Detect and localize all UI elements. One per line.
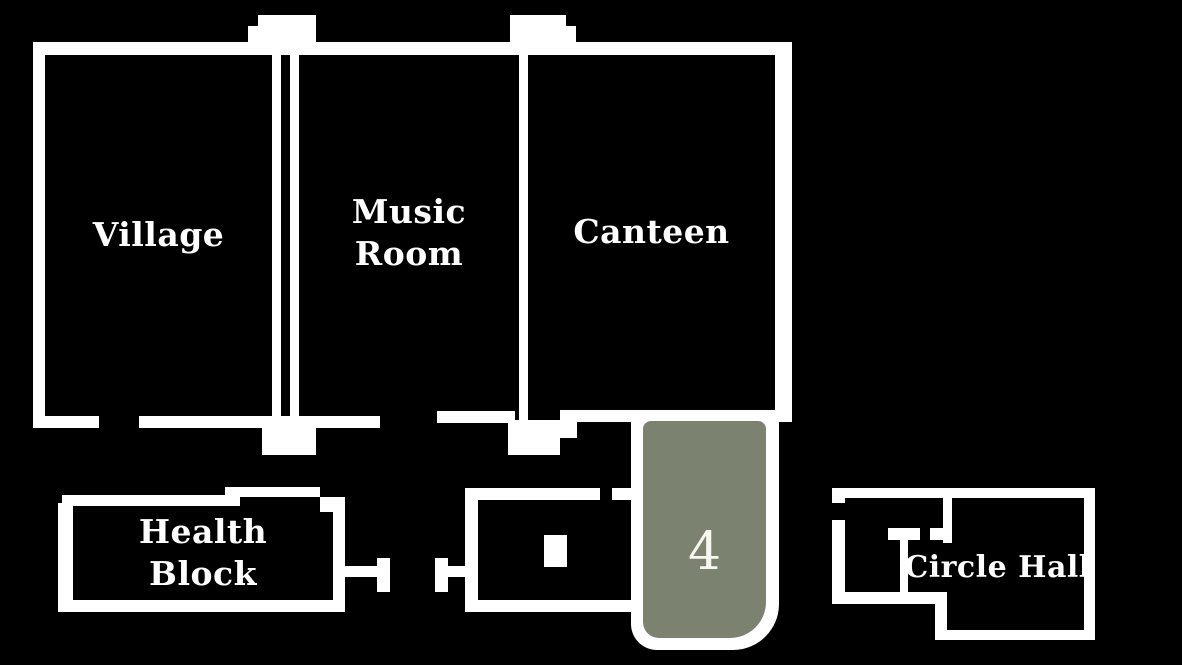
- connector-line-right: [448, 566, 465, 577]
- wall-chimney-1: [258, 15, 316, 43]
- wall-divider-1a: [272, 42, 281, 455]
- room-4-label: 4: [687, 521, 722, 582]
- room-4[interactable]: 4: [643, 421, 766, 638]
- room-circle-hall-label-box: Circle Hall: [904, 548, 1091, 588]
- wall-health-top: [62, 495, 225, 506]
- wall-circle-hall-inner-bottom: [900, 540, 908, 592]
- wall-divider-1b: [290, 42, 299, 455]
- wall-annex-top: [465, 488, 600, 500]
- wall-divider-2: [519, 42, 528, 422]
- wall-canteen-right: [775, 42, 792, 422]
- room-circle-hall-label: Circle Hall: [904, 550, 1091, 585]
- wall-music-bottom-right: [437, 411, 515, 423]
- wall-junction-2-step: [560, 420, 577, 438]
- wall-circle-hall-left-upper: [832, 488, 845, 503]
- room-village-label: Village: [92, 215, 225, 254]
- wall-circle-hall-bottom-right: [935, 630, 1095, 640]
- room-circle-hall[interactable]: Circle Hall: [845, 498, 1090, 630]
- connector-line-left: [345, 566, 377, 577]
- wall-health-top-raised: [238, 487, 320, 497]
- room-canteen-label: Canteen: [573, 211, 730, 251]
- wall-circle-hall-right: [1084, 488, 1095, 640]
- wall-circle-hall-inner-nub-right: [930, 528, 952, 540]
- wall-circle-hall-left-lower: [832, 520, 845, 604]
- connector-cap-right: [435, 558, 448, 592]
- room-4-outline: 4: [631, 410, 779, 650]
- room-annex[interactable]: [478, 500, 631, 600]
- wall-top: [33, 42, 792, 55]
- annex-room-marker: [544, 535, 567, 567]
- wall-health-right: [333, 497, 345, 600]
- connector-cap-left: [377, 558, 390, 592]
- room-canteen[interactable]: Canteen: [528, 55, 775, 408]
- wall-circle-hall-inner-top: [943, 497, 952, 543]
- wall-chimney-2-step: [564, 26, 576, 43]
- wall-health-top-step: [225, 487, 240, 506]
- wall-health-left: [58, 503, 73, 603]
- wall-chimney-2: [510, 15, 566, 43]
- wall-circle-hall-bottom-left: [832, 592, 947, 604]
- wall-annex-bottom: [465, 600, 643, 612]
- wall-chimney-1-step: [248, 26, 260, 43]
- room-music-label-line2: Room: [354, 233, 464, 273]
- wall-village-bottom-right: [139, 416, 263, 428]
- wall-annex-top-2: [612, 488, 631, 500]
- wall-annex-left: [465, 488, 478, 612]
- room-music-label-line1: Music: [351, 191, 467, 231]
- room-village[interactable]: Village: [45, 55, 272, 415]
- wall-village-left: [33, 42, 45, 428]
- wall-village-bottom-left: [33, 416, 99, 428]
- room-health-block-label-line2: Block: [149, 554, 257, 593]
- wall-circle-hall-top: [832, 488, 1095, 498]
- wall-circle-hall-step: [935, 592, 947, 640]
- wall-health-bottom: [58, 600, 345, 612]
- wall-circle-hall-inner-nub-left: [888, 528, 920, 540]
- wall-junction-2: [508, 420, 560, 455]
- wall-music-bottom-left: [298, 416, 380, 428]
- room-health-block-label-line1: Health: [138, 512, 268, 551]
